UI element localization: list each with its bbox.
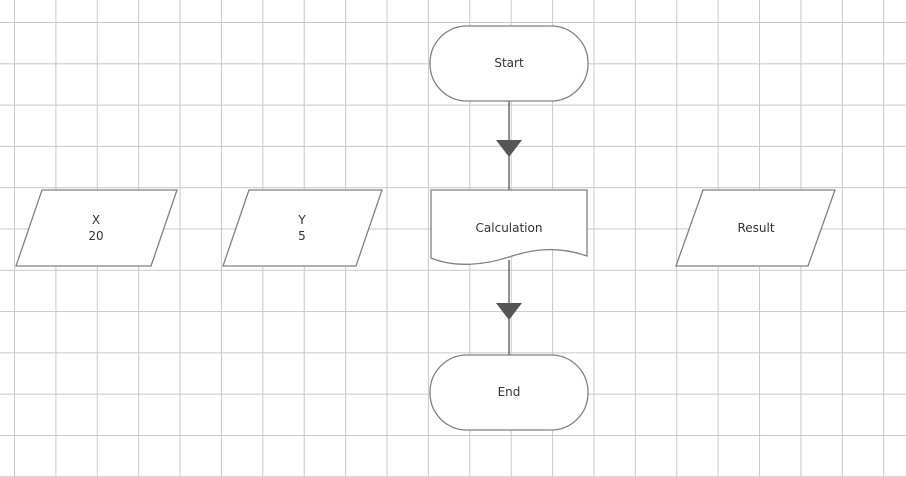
result-parallelogram[interactable] — [675, 189, 836, 267]
input-y-parallelogram[interactable] — [222, 189, 383, 267]
end-terminator[interactable] — [429, 354, 589, 431]
input-x-value: 20 — [88, 229, 104, 243]
arrowhead-icon — [496, 303, 522, 320]
input-y-value: 5 — [298, 229, 306, 243]
input-y-label: Y 5 — [298, 212, 306, 244]
start-terminator[interactable] — [429, 25, 589, 102]
result-label: Result — [737, 221, 775, 235]
start-label: Start — [494, 56, 524, 70]
input-y-name: Y — [298, 213, 306, 227]
calculation-label: Calculation — [475, 221, 543, 235]
arrowhead-icon — [496, 140, 522, 157]
input-x-name: X — [91, 213, 101, 227]
input-x-parallelogram[interactable] — [15, 189, 178, 267]
input-x-label: X 20 — [88, 212, 103, 244]
end-label: End — [497, 385, 521, 399]
calculation-document[interactable] — [430, 189, 588, 265]
